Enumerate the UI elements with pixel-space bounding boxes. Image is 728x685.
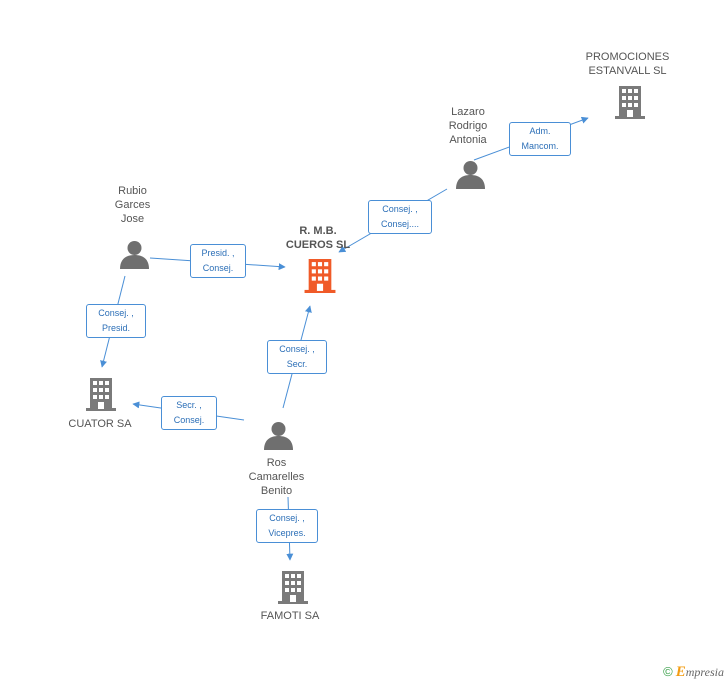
edge-label-consej-vicepres[interactable]: Consej. , Vicepres. <box>256 509 318 543</box>
building-icon[interactable] <box>304 259 336 293</box>
person-icon[interactable] <box>120 240 149 269</box>
copyright-symbol: © <box>663 664 673 679</box>
person-icon[interactable] <box>264 421 293 450</box>
node-label-lazaro: Lazaro Rodrigo Antonia <box>448 106 488 146</box>
footer-brand: © Empresia <box>663 664 724 681</box>
node-label-cuator: CUATOR SA <box>68 418 132 430</box>
building-icon[interactable] <box>278 571 308 604</box>
node-label-ros: Ros Camarelles Benito <box>248 457 305 497</box>
node-label-rmb: R. M.B. CUEROS SL <box>285 225 351 251</box>
edge-label-consej-presid[interactable]: Consej. , Presid. <box>86 304 146 338</box>
brand-logo-initial: E <box>675 664 686 680</box>
building-icon[interactable] <box>86 378 116 411</box>
edge-label-consej-secr[interactable]: Consej. , Secr. <box>267 340 327 374</box>
edge-label-presid-consej[interactable]: Presid. , Consej. <box>190 244 246 278</box>
node-label-famoti: FAMOTI SA <box>260 610 320 622</box>
node-label-promociones: PROMOCIONES ESTANVALL SL <box>585 51 670 77</box>
brand-logo-text: mpresia <box>685 665 724 679</box>
edge-label-adm-mancom[interactable]: Adm. Mancom. <box>509 122 571 156</box>
person-icon[interactable] <box>456 160 485 189</box>
building-icon[interactable] <box>615 86 645 119</box>
edge-label-secr-consej[interactable]: Secr. , Consej. <box>161 396 217 430</box>
edge-label-consej-consej[interactable]: Consej. , Consej.... <box>368 200 432 234</box>
node-label-rubio: Rubio Garces Jose <box>114 185 151 225</box>
